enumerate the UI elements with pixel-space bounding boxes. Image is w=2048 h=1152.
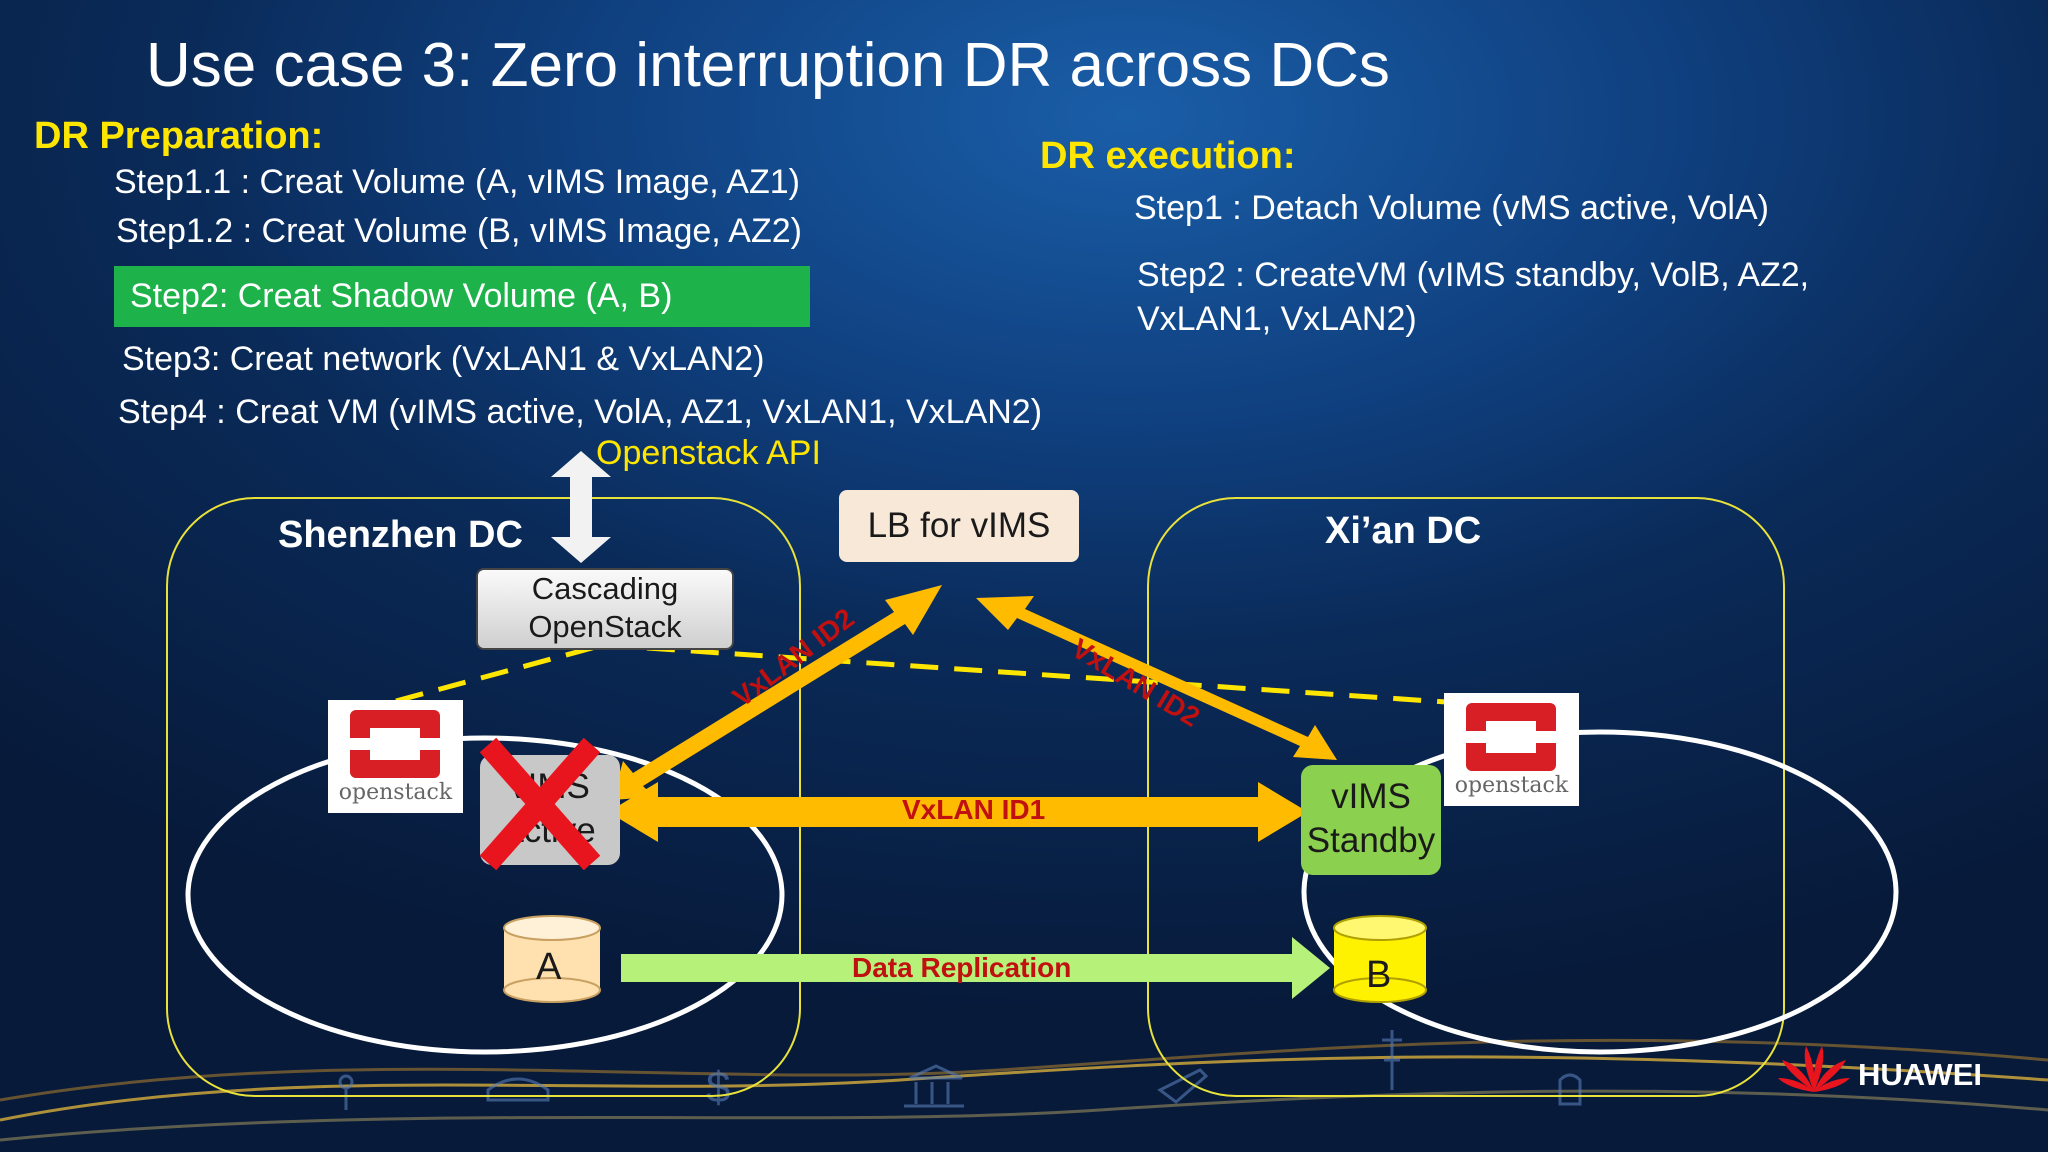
standby-vm-line1: vIMS [1331, 777, 1411, 816]
standby-vm-line2: Standby [1306, 821, 1436, 860]
exec-step-2: Step2 : CreateVM (vIMS standby, VolB, AZ… [1137, 256, 1810, 294]
openstack-logo-icon [1466, 703, 1556, 771]
volume-a-cylinder [503, 915, 601, 1003]
failure-x-icon [479, 737, 601, 870]
openstack-logo-text-right: openstack [1454, 773, 1569, 798]
exec-step-1: Step1 : Detach Volume (vMS active, VolA) [1134, 189, 1769, 227]
shenzhen-dc-label: Shenzhen DC [278, 514, 523, 556]
vims-standby-box: vIMS Standby [1301, 765, 1441, 875]
vxlan2-left-arrow [612, 585, 942, 800]
volume-b-label: B [1366, 954, 1392, 996]
openstack-logo-text-left: openstack [338, 780, 453, 805]
exec-step-2-continued: VxLAN1, VxLAN2) [1137, 300, 1417, 338]
prep-step-4: Step4 : Creat VM (vIMS active, VolA, AZ1… [118, 393, 1043, 431]
footer-wave-decoration [0, 1038, 2048, 1142]
az2-ellipse [1301, 729, 1899, 1055]
preparation-heading: DR Preparation: [34, 115, 324, 157]
step2-highlight [114, 266, 810, 327]
volume-a-label: A [536, 946, 562, 988]
cascading-label-line2: OpenStack [528, 609, 682, 644]
volume-b-cylinder [1333, 915, 1427, 1003]
prep-step-3: Step3: Creat network (VxLAN1 & VxLAN2) [122, 340, 765, 378]
openstack-logo-icon [350, 710, 440, 778]
prep-step-2: Step2: Creat Shadow Volume (A, B) [130, 277, 673, 315]
cascade-link-left [395, 642, 604, 704]
huawei-brand-text: HUAWEI [1858, 1057, 1982, 1092]
slide-title: Use case 3: Zero interruption DR across … [146, 31, 1390, 100]
openstack-api-label: Openstack API [596, 434, 821, 472]
openstack-logo-left: openstack [328, 700, 463, 813]
dollar-icon: $ [706, 1063, 730, 1112]
data-replication-arrow [621, 937, 1330, 999]
huawei-logo-icon [1778, 1046, 1850, 1092]
az1-ellipse [185, 735, 785, 1055]
prep-step-1-2: Step1.2 : Creat Volume (B, vIMS Image, A… [116, 212, 802, 250]
cascading-openstack-box: Cascading OpenStack [476, 568, 734, 650]
vxlan1-arrow [608, 782, 1308, 842]
lb-box: LB for vIMS [839, 490, 1079, 562]
lb-label: LB for vIMS [867, 506, 1051, 545]
execution-heading: DR execution: [1040, 135, 1296, 177]
vxlan1-label: VxLAN ID1 [902, 794, 1046, 825]
openstack-api-arrow [551, 451, 611, 563]
replication-label: Data Replication [852, 952, 1072, 983]
openstack-logo-right: openstack [1444, 693, 1579, 806]
cascading-label-line1: Cascading [531, 571, 679, 606]
prep-step-1-1: Step1.1 : Creat Volume (A, vIMS Image, A… [114, 163, 800, 201]
skyline-icons: $ [338, 1030, 1582, 1112]
xian-dc-label: Xi’an DC [1325, 510, 1482, 552]
cascade-link-right [602, 642, 1447, 705]
vxlan2-right-arrow [976, 596, 1337, 760]
